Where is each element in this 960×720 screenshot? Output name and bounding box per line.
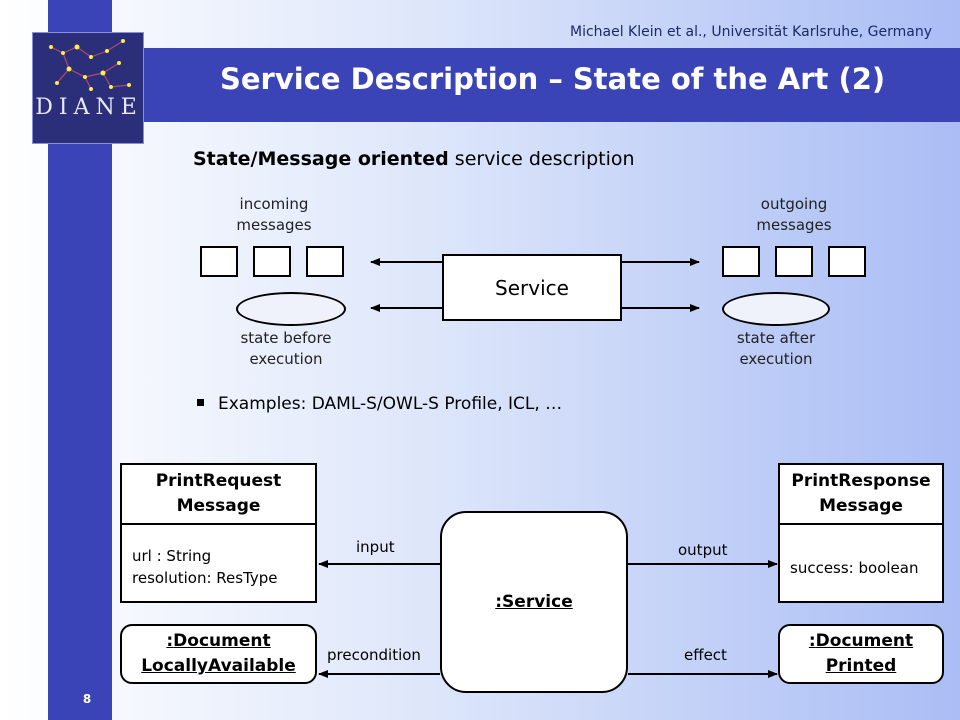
slide-title: Service Description – State of the Art (… xyxy=(220,62,886,96)
subtitle-bold: State/Message oriented xyxy=(193,148,449,170)
service-box: Service xyxy=(442,254,622,321)
input-edge-label: input xyxy=(356,538,395,556)
title-bar xyxy=(48,48,960,122)
outgoing-message-box xyxy=(828,246,866,277)
incoming-message-box xyxy=(253,246,291,277)
examples-bullet: Examples: DAML-S/OWL-S Profile, ICL, … xyxy=(197,394,562,414)
bullet-square-icon xyxy=(197,398,204,406)
outgoing-message-box xyxy=(722,246,760,277)
logo-text: DIANE xyxy=(35,95,143,120)
state-after-ellipse xyxy=(722,292,830,326)
print-response-attrs: success: boolean xyxy=(790,559,919,577)
outgoing-message-box xyxy=(775,246,813,277)
effect-edge-label: effect xyxy=(684,646,727,664)
precondition-edge-label: precondition xyxy=(327,646,421,664)
page-number: 8 xyxy=(82,692,92,706)
constellation-icon xyxy=(49,39,131,91)
diane-logo: DIANE xyxy=(32,32,144,144)
output-edge-label: output xyxy=(678,541,728,559)
incoming-message-box xyxy=(306,246,344,277)
incoming-message-box xyxy=(200,246,238,277)
section-subtitle: State/Message oriented service descripti… xyxy=(193,148,635,170)
service-node: :Service xyxy=(440,511,628,693)
header-credit: Michael Klein et al., Universität Karlsr… xyxy=(569,24,932,40)
state-before-ellipse xyxy=(236,292,346,326)
subtitle-rest: service description xyxy=(448,148,635,170)
